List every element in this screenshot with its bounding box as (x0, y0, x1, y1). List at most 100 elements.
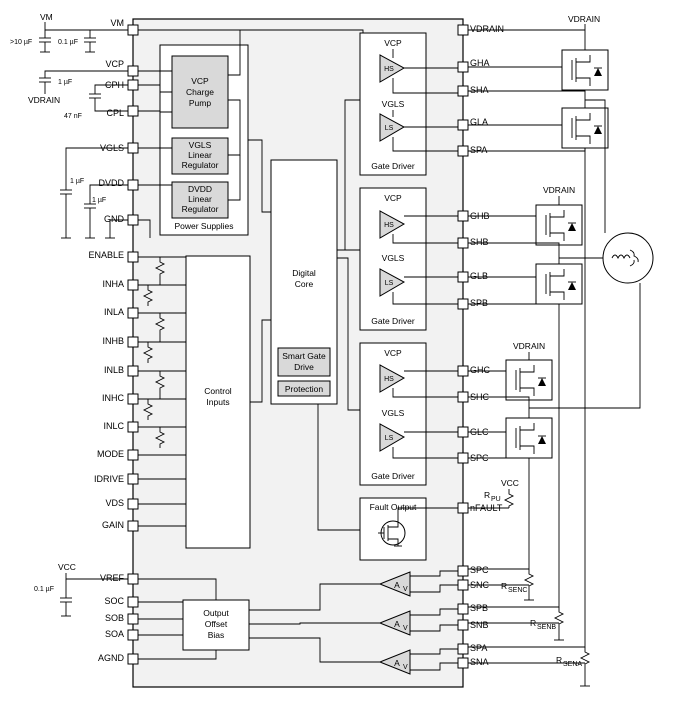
left-pins (127, 24, 139, 665)
ext-c-dvdd: 1 µF (92, 197, 106, 204)
ext-c-vgls: 1 µF (70, 178, 84, 185)
pin-dvdd: DVDD (98, 178, 124, 188)
mosfet-c-low (505, 417, 553, 459)
svg-text:V: V (403, 625, 408, 632)
pin-inhc: INHC (102, 393, 124, 403)
pin-ghc: GHC (470, 365, 491, 375)
pin-glb: GLB (470, 271, 488, 281)
rpu-sub: PU (491, 496, 501, 503)
rsenb-sub: SENB (537, 624, 556, 631)
offset-line1: Output (203, 608, 229, 618)
svg-text:V: V (403, 664, 408, 671)
ext-c-vcp: 1 µF (58, 79, 72, 86)
ext-vdrain-c: VDRAIN (513, 341, 545, 351)
pin-enable: ENABLE (88, 250, 124, 260)
digital-core-line1: Digital (292, 268, 316, 278)
protection-block (277, 380, 331, 397)
pin-vdrain: VDRAIN (470, 24, 504, 34)
control-inputs-block (185, 255, 251, 549)
fault-output-label: Fault Output (370, 502, 417, 512)
rsena-label: R (556, 655, 562, 665)
motor-icon (602, 232, 654, 284)
svg-text:HS: HS (384, 66, 394, 73)
pin-soa: SOA (105, 629, 124, 639)
svg-text:A: A (394, 580, 400, 590)
pin-cpl: CPL (106, 108, 124, 118)
ext-c-vm1: >10 µF (10, 39, 32, 46)
svg-text:Gate Driver: Gate Driver (371, 161, 415, 171)
rsenc-label: R (501, 581, 507, 591)
left-pin-labels: VM VCP CPH CPL VGLS DVDD GND ENABLE INHA… (88, 18, 124, 663)
pin-snb: SNB (470, 620, 489, 630)
rsena-resistor (468, 647, 591, 687)
pin-idrive: IDRIVE (94, 474, 124, 484)
pin-vm: VM (111, 18, 125, 28)
vgls-reg-line3: Regulator (182, 160, 219, 170)
pin-spa-2: SPA (470, 643, 487, 653)
right-pins (457, 24, 469, 669)
mosfet-a-high (561, 49, 609, 91)
rsenb-resistor (468, 607, 565, 641)
amp-b: A V (378, 610, 411, 636)
dvdd-reg-line2: Linear (188, 194, 212, 204)
output-offset-bias-block (182, 599, 250, 651)
smart-gate-drive-block (277, 347, 331, 377)
dvdd-reg-line3: Regulator (182, 204, 219, 214)
pin-shb: SHB (470, 237, 489, 247)
ext-c-cp: 47 nF (64, 113, 82, 120)
digital-core-line2: Core (295, 279, 314, 289)
ext-vdrain-top: VDRAIN (568, 14, 600, 24)
amp-a: A V (378, 649, 411, 675)
svg-text:VCP: VCP (384, 193, 402, 203)
pin-spb-2: SPB (470, 603, 488, 613)
ext-vm-label: VM (40, 12, 53, 22)
control-input-wires (138, 256, 186, 527)
pin-inlc: INLC (103, 421, 124, 431)
vgls-regulator-block (171, 137, 229, 175)
right-pin-labels: VDRAIN GHA SHA GLA SPA GHB SHB GLB SPB G… (470, 24, 504, 667)
pin-gnd: GND (104, 214, 125, 224)
pin-inla: INLA (104, 307, 124, 317)
protection-label: Protection (285, 384, 324, 394)
svg-text:Gate Driver: Gate Driver (371, 471, 415, 481)
smart-gate-line1: Smart Gate (282, 351, 326, 361)
offset-line2: Offset (205, 619, 228, 629)
dvdd-reg-line1: DVDD (188, 184, 212, 194)
charge-pump-line2: Charge (186, 87, 214, 97)
pin-inlb: INLB (104, 365, 124, 375)
svg-text:VGLS: VGLS (382, 253, 405, 263)
mosfet-b-low (535, 263, 583, 305)
svg-text:LS: LS (385, 280, 394, 287)
rpu-label: R (484, 490, 490, 500)
svg-text:V: V (403, 586, 408, 593)
power-supplies-label: Power Supplies (174, 221, 233, 231)
offset-line3: Bias (208, 630, 225, 640)
vgls-reg-line1: VGLS (189, 140, 212, 150)
amp-c: A V (378, 571, 411, 597)
ext-vcc-top: VCC (501, 478, 519, 488)
fault-transistor-icon (378, 519, 406, 547)
svg-text:A: A (394, 619, 400, 629)
svg-text:VGLS: VGLS (382, 99, 405, 109)
ext-vdrain-left: VDRAIN (28, 95, 60, 105)
pin-soc: SOC (104, 596, 124, 606)
svg-text:LS: LS (385, 435, 394, 442)
rsenc-sub: SENC (508, 587, 527, 594)
svg-text:HS: HS (384, 376, 394, 383)
rsenc-resistor (468, 569, 535, 601)
gate-driver-a: VCP HS VGLS LS Gate Driver (359, 32, 458, 176)
charge-pump-block (171, 55, 229, 129)
svg-text:VCP: VCP (384, 38, 402, 48)
pin-gain: GAIN (102, 520, 124, 530)
pin-vds: VDS (105, 498, 124, 508)
pin-vref: VREF (100, 573, 125, 583)
pin-spb: SPB (470, 298, 488, 308)
pin-spa: SPA (470, 145, 487, 155)
rsena-sub: SENA (563, 661, 582, 668)
svg-text:Gate Driver: Gate Driver (371, 316, 415, 326)
charge-pump-line3: Pump (189, 98, 211, 108)
ext-vdrain-b: VDRAIN (543, 185, 575, 195)
pin-sha: SHA (470, 85, 489, 95)
control-inputs-line2: Inputs (206, 397, 229, 407)
